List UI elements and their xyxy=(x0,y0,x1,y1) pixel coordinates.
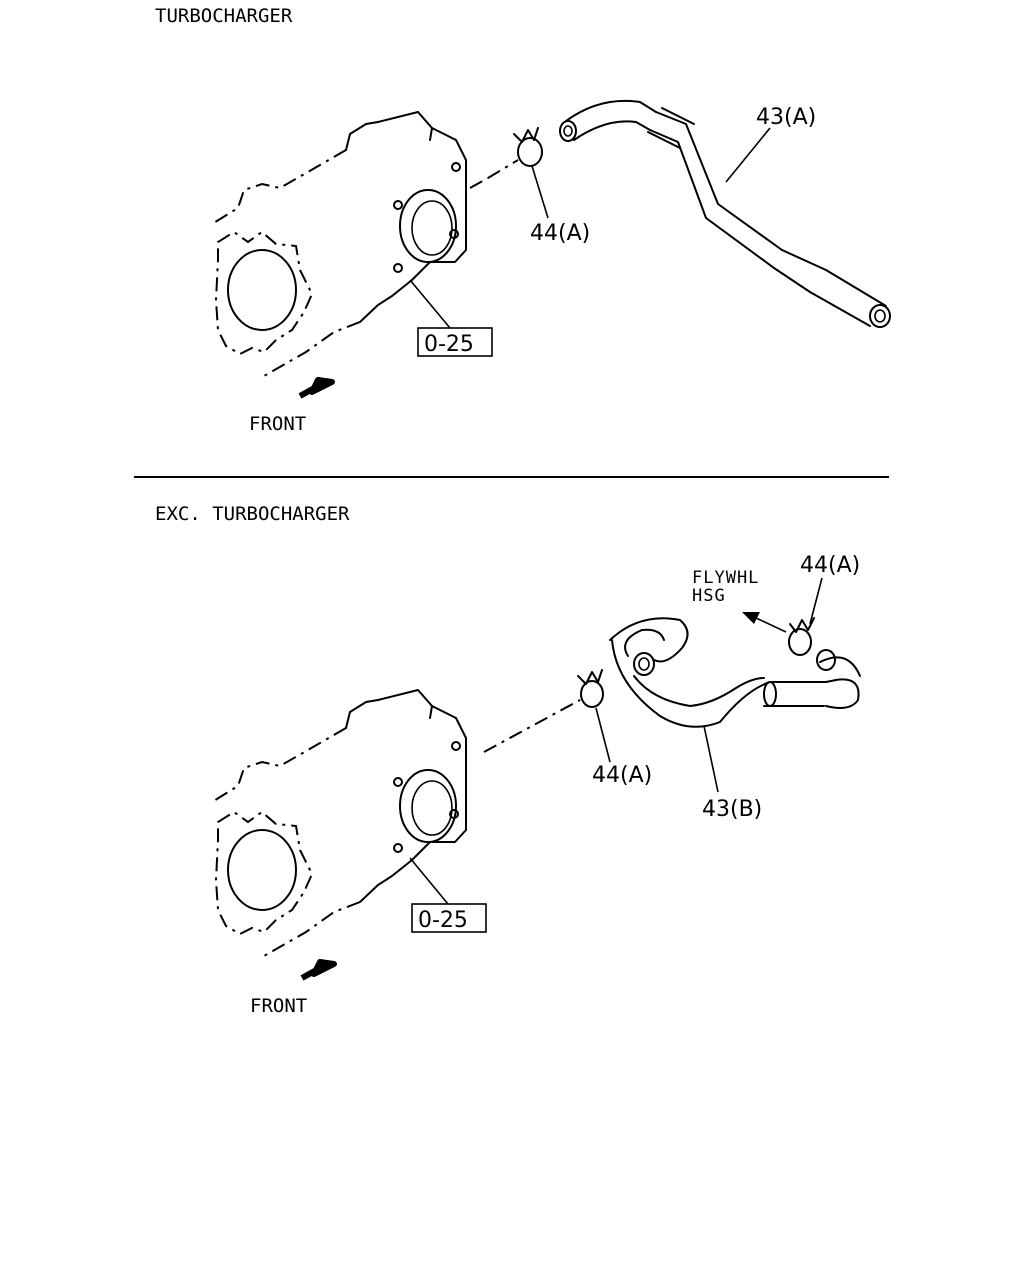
leader-44a-turbo xyxy=(531,165,549,219)
callout-44a-exc-right: 44(A) xyxy=(800,553,860,578)
callout-43a: 43(A) xyxy=(756,105,816,130)
hose-clip-turbo xyxy=(513,127,543,167)
engine-block-exc xyxy=(211,689,467,957)
callout-44a-turbo: 44(A) xyxy=(530,221,590,246)
front-label-exc: FRONT xyxy=(250,995,307,1017)
front-arrow-icon xyxy=(298,377,335,399)
pipe-43a xyxy=(559,99,891,328)
section-title-turbo: TURBOCHARGER xyxy=(155,5,293,27)
section-title-exc-turbo: EXC. TURBOCHARGER xyxy=(155,503,350,525)
dest-hsg: HSG xyxy=(692,586,726,606)
front-arrow-icon xyxy=(300,959,337,981)
hose-clip-exc-left xyxy=(577,669,604,708)
ref-box-exc xyxy=(411,903,487,933)
centerline-turbo xyxy=(487,159,519,179)
leader-025-turbo xyxy=(409,279,451,329)
front-label-turbo: FRONT xyxy=(249,413,306,435)
ref-box-turbo xyxy=(417,327,493,357)
centerline-exc xyxy=(483,699,581,753)
flywhl-arrow-icon xyxy=(742,612,760,624)
ref-025-turbo: 0-25 xyxy=(424,332,474,357)
leader-43b xyxy=(703,725,719,793)
dest-flywhl: FLYWHL xyxy=(692,568,759,588)
leader-43a xyxy=(725,127,771,183)
pipe-43b xyxy=(609,617,861,728)
callout-43b: 43(B) xyxy=(702,797,762,822)
leader-44a-exc-right xyxy=(809,577,823,625)
ref-025-exc: 0-25 xyxy=(418,908,468,933)
flywhl-arrow-line xyxy=(755,617,787,633)
engine-block-turbo xyxy=(211,111,489,377)
callout-44a-exc-left: 44(A) xyxy=(592,763,652,788)
leader-44a-exc-left xyxy=(595,707,611,763)
hose-clip-exc-right xyxy=(788,617,815,656)
leader-025-exc xyxy=(409,857,449,905)
